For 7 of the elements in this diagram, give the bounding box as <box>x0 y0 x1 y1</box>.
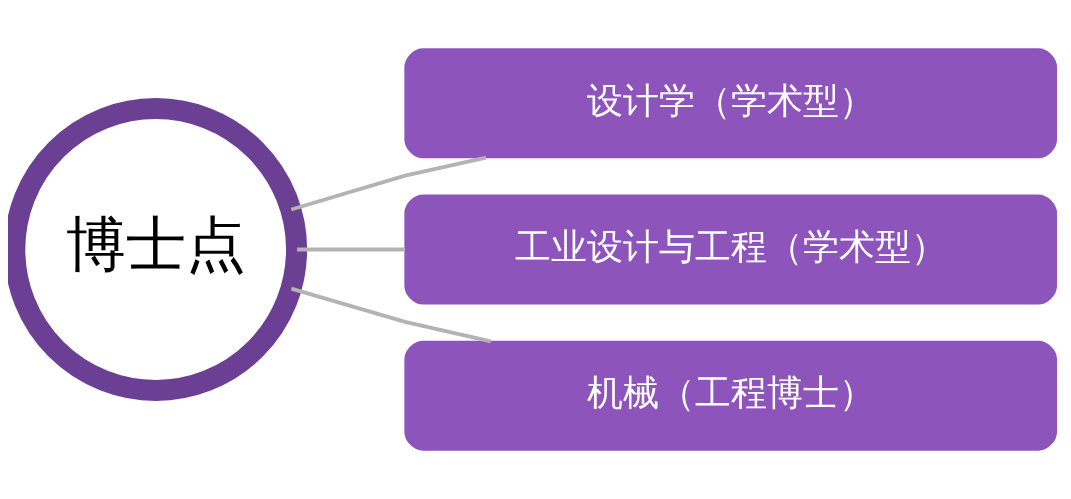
connector <box>290 155 487 212</box>
connector <box>297 247 405 252</box>
connector <box>290 286 492 344</box>
node-box: 设计学（学术型） <box>404 48 1058 159</box>
node-circle: 博士点 <box>8 98 308 401</box>
node-box: 机械（工程博士） <box>404 340 1058 451</box>
node-box: 工业设计与工程（学术型） <box>404 194 1058 305</box>
